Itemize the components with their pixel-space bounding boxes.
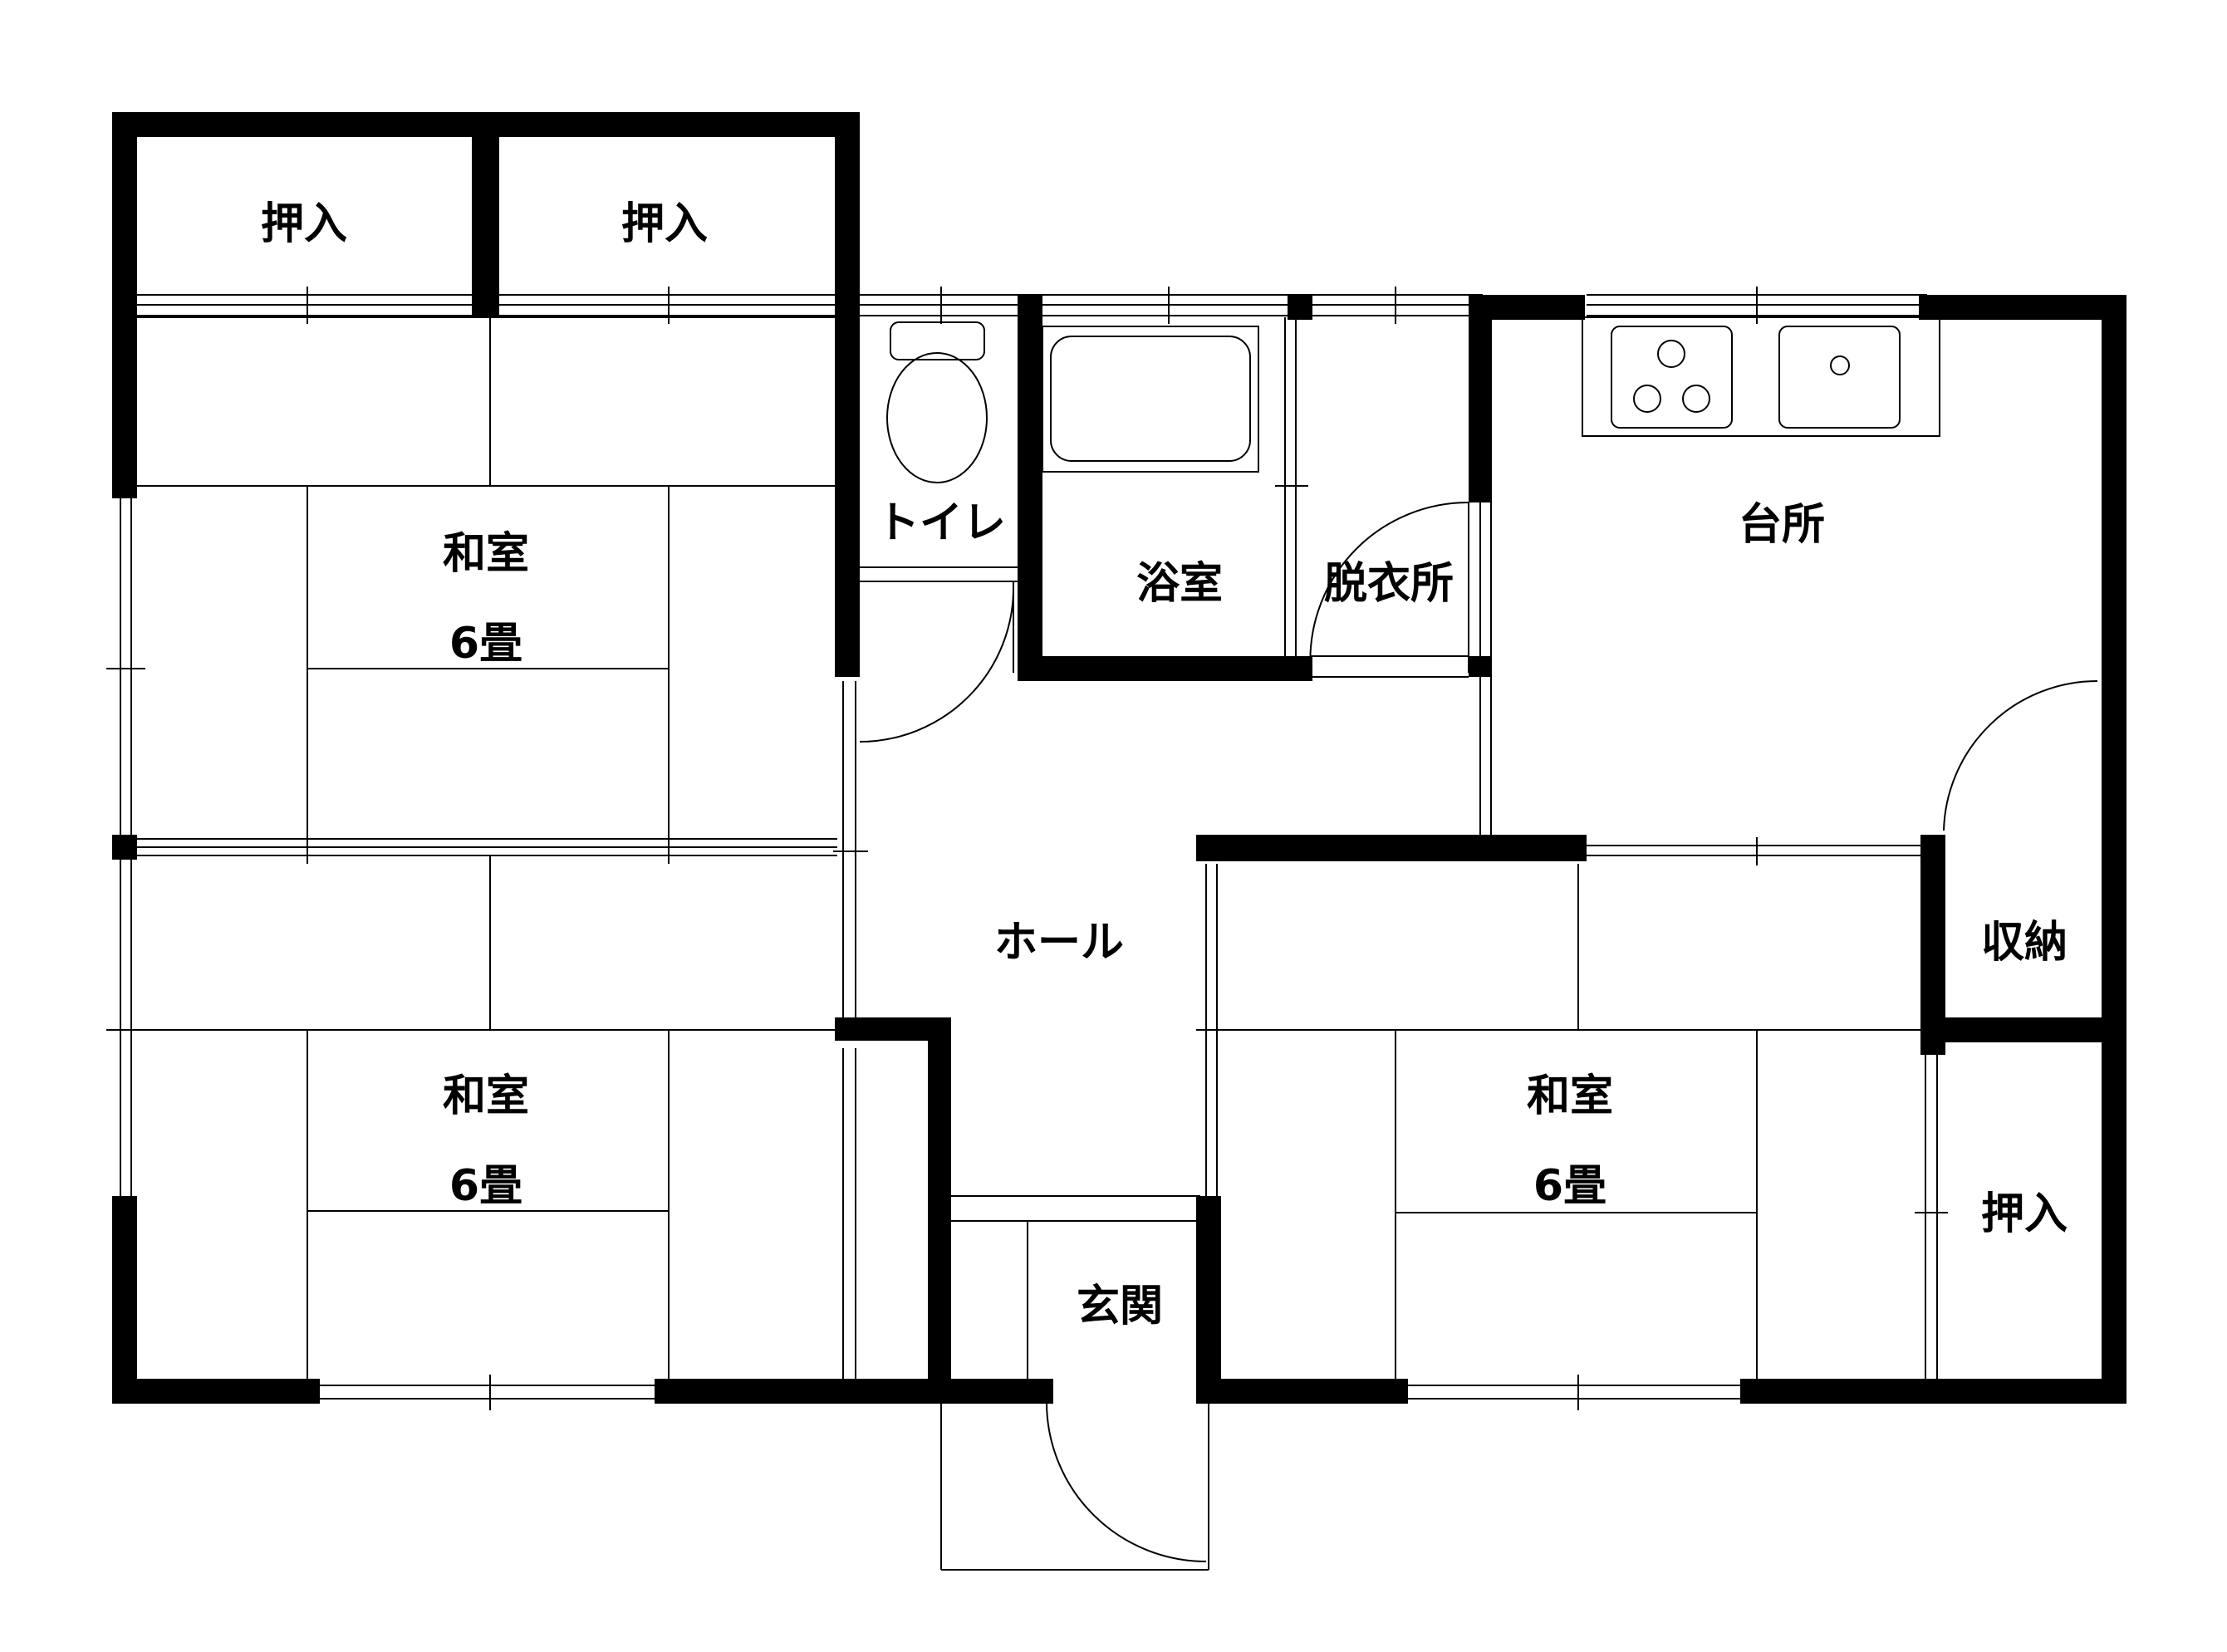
washitsu-br-name: 和室: [1527, 1071, 1613, 1121]
hall-label: ホール: [994, 918, 1124, 968]
bath-label: 浴室: [1136, 559, 1223, 609]
oshiire-label-2: 押入: [621, 199, 708, 249]
tatami-lines: [133, 316, 1931, 1380]
kitchen-counter: [1582, 316, 1940, 437]
washitsu-bl-size: 6畳: [449, 1161, 522, 1211]
washitsu-top-size: 6畳: [449, 619, 522, 669]
storage-label: 収納: [1981, 918, 2068, 968]
door-swings: [859, 501, 2098, 1562]
washitsu-top-name: 和室: [443, 529, 529, 579]
entrance-label: 玄関: [1077, 1282, 1163, 1331]
oshiire-label-3: 押入: [1981, 1189, 2068, 1239]
oshiire-label-1: 押入: [261, 199, 347, 249]
dressing-room-label: 脱衣所: [1324, 559, 1454, 609]
bathtub-icon: [1042, 326, 1259, 473]
kitchen-label: 台所: [1739, 500, 1825, 550]
washitsu-bl-name: 和室: [443, 1071, 529, 1121]
walls: [112, 112, 2126, 1404]
toilet-icon: [886, 321, 988, 483]
toilet-label: トイレ: [876, 498, 1006, 548]
washitsu-br-size: 6畳: [1533, 1161, 1606, 1211]
window-lines: [106, 287, 1948, 1571]
